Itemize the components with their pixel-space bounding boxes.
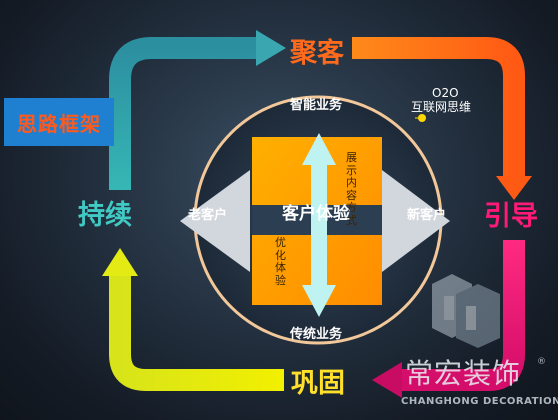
o2o-subtitle: 互联网思维 (411, 100, 472, 114)
traditional-business-label: 传统业务 (290, 327, 343, 342)
framework-label: 思路框架 (17, 111, 101, 136)
bottom-left-flow-arrow (109, 276, 284, 391)
new-customers-label: 新客户 (407, 208, 447, 223)
right-top-arrowhead (496, 176, 532, 200)
top-arrowhead (256, 30, 286, 66)
bottom-left-arrowhead (102, 248, 138, 276)
framework-label-box: 思路框架 (4, 98, 114, 146)
brand-logo-watermark (432, 274, 500, 348)
top-flow-arrow (109, 37, 256, 190)
o2o-marker-dot (418, 114, 426, 122)
optimize-experience-note: 优化体验 (275, 236, 286, 287)
right-top-flow-arrow (352, 37, 525, 176)
right-bottom-arrowhead (372, 362, 402, 398)
stage-guide-label: 引导 (484, 201, 538, 232)
display-method-note: 展示内容方式 (346, 151, 357, 227)
stage-consolidate-label: 巩固 (291, 368, 345, 399)
stage-gather-label: 聚客 (290, 38, 344, 69)
old-customer-arrow (180, 170, 250, 272)
smart-business-label: 智能业务 (290, 98, 343, 113)
old-customers-label: 老客户 (188, 208, 228, 223)
right-bottom-flow-arrow (402, 240, 525, 391)
brand-name-cn: 常宏装饰 (405, 357, 522, 390)
new-customer-arrow (382, 170, 450, 272)
registered-mark: ® (537, 357, 546, 367)
stage-continue-label: 持续 (78, 200, 132, 231)
brand-name-en: CHANGHONG DECORATION (401, 396, 558, 407)
customer-experience-title: 客户体验 (282, 204, 350, 224)
o2o-title: O2O (432, 86, 459, 100)
vertical-double-arrow (302, 133, 336, 317)
